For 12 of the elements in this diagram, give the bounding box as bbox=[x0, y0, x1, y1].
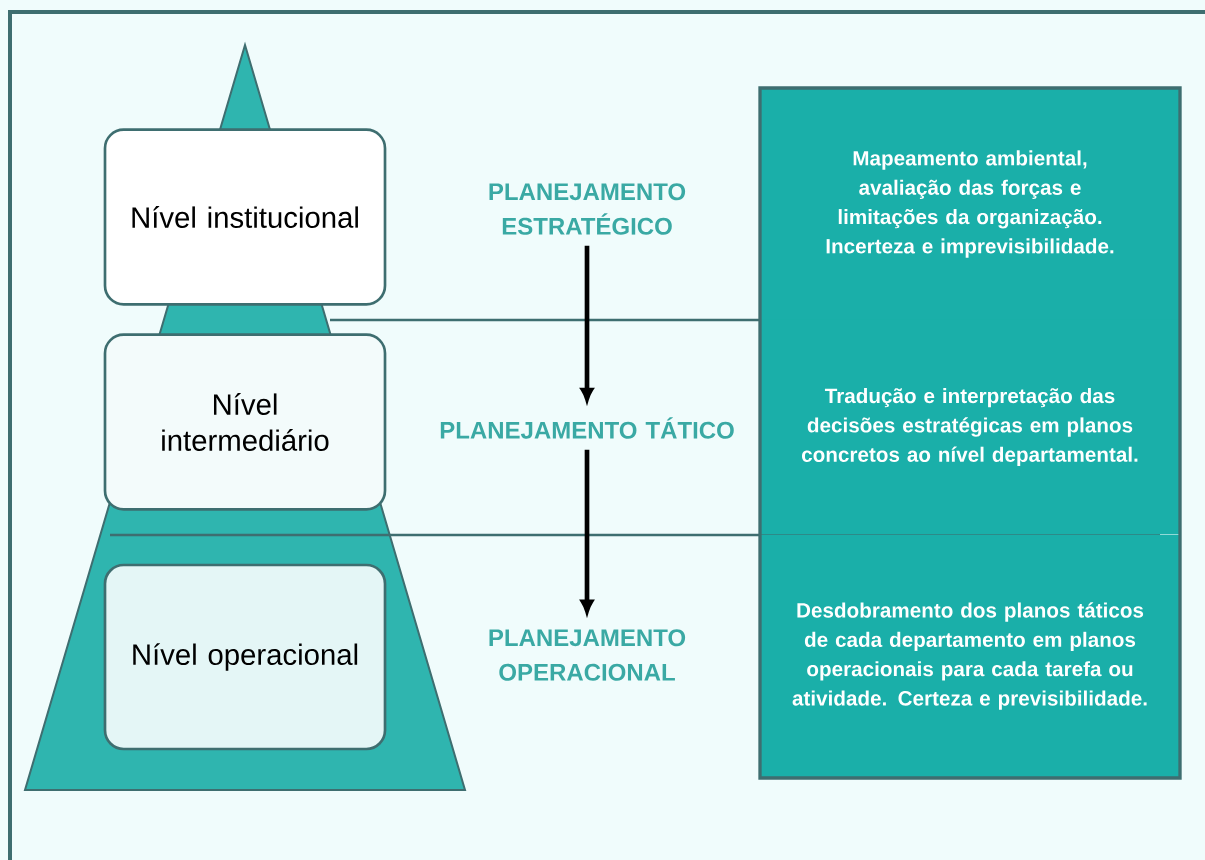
planning-label: PLANEJAMENTO TÁTICO bbox=[440, 417, 734, 439]
level-box: Nível operacional bbox=[103, 563, 387, 751]
node-label: Desdobramento dos planos táticos de cada departamento em planos operacionais para cada tarefa ou atividade. Certeza e previsibilidade. bbox=[792, 602, 1147, 710]
level-box: Nível intermediário bbox=[103, 333, 387, 511]
node-label: Mapeamento ambiental, avaliação das forças e limitações da organização. Incerteza e imprevisibilidade. bbox=[826, 150, 1114, 258]
planning-label: PLANEJAMENTO OPERACIONAL bbox=[489, 629, 686, 681]
level-box: Nível institucional bbox=[103, 128, 387, 306]
planning-label: PLANEJAMENTO ESTRATÉGICO bbox=[489, 183, 686, 235]
description-cell: Tradução e interpretação das decisões estratégicas em planos concretos ao nível departamental. bbox=[760, 319, 1180, 535]
description-cell: Desdobramento dos planos táticos de cada departamento em planos operacionais para cada tarefa ou atividade. Certeza e previsibilidade. bbox=[760, 534, 1180, 778]
description-cell: Mapeamento ambiental, avaliação das forças e limitações da organização. Incerteza e imprevisibilidade. bbox=[760, 88, 1180, 320]
node-label: Tradução e interpretação das decisões estratégicas em planos concretos ao nível departamental. bbox=[802, 388, 1138, 466]
